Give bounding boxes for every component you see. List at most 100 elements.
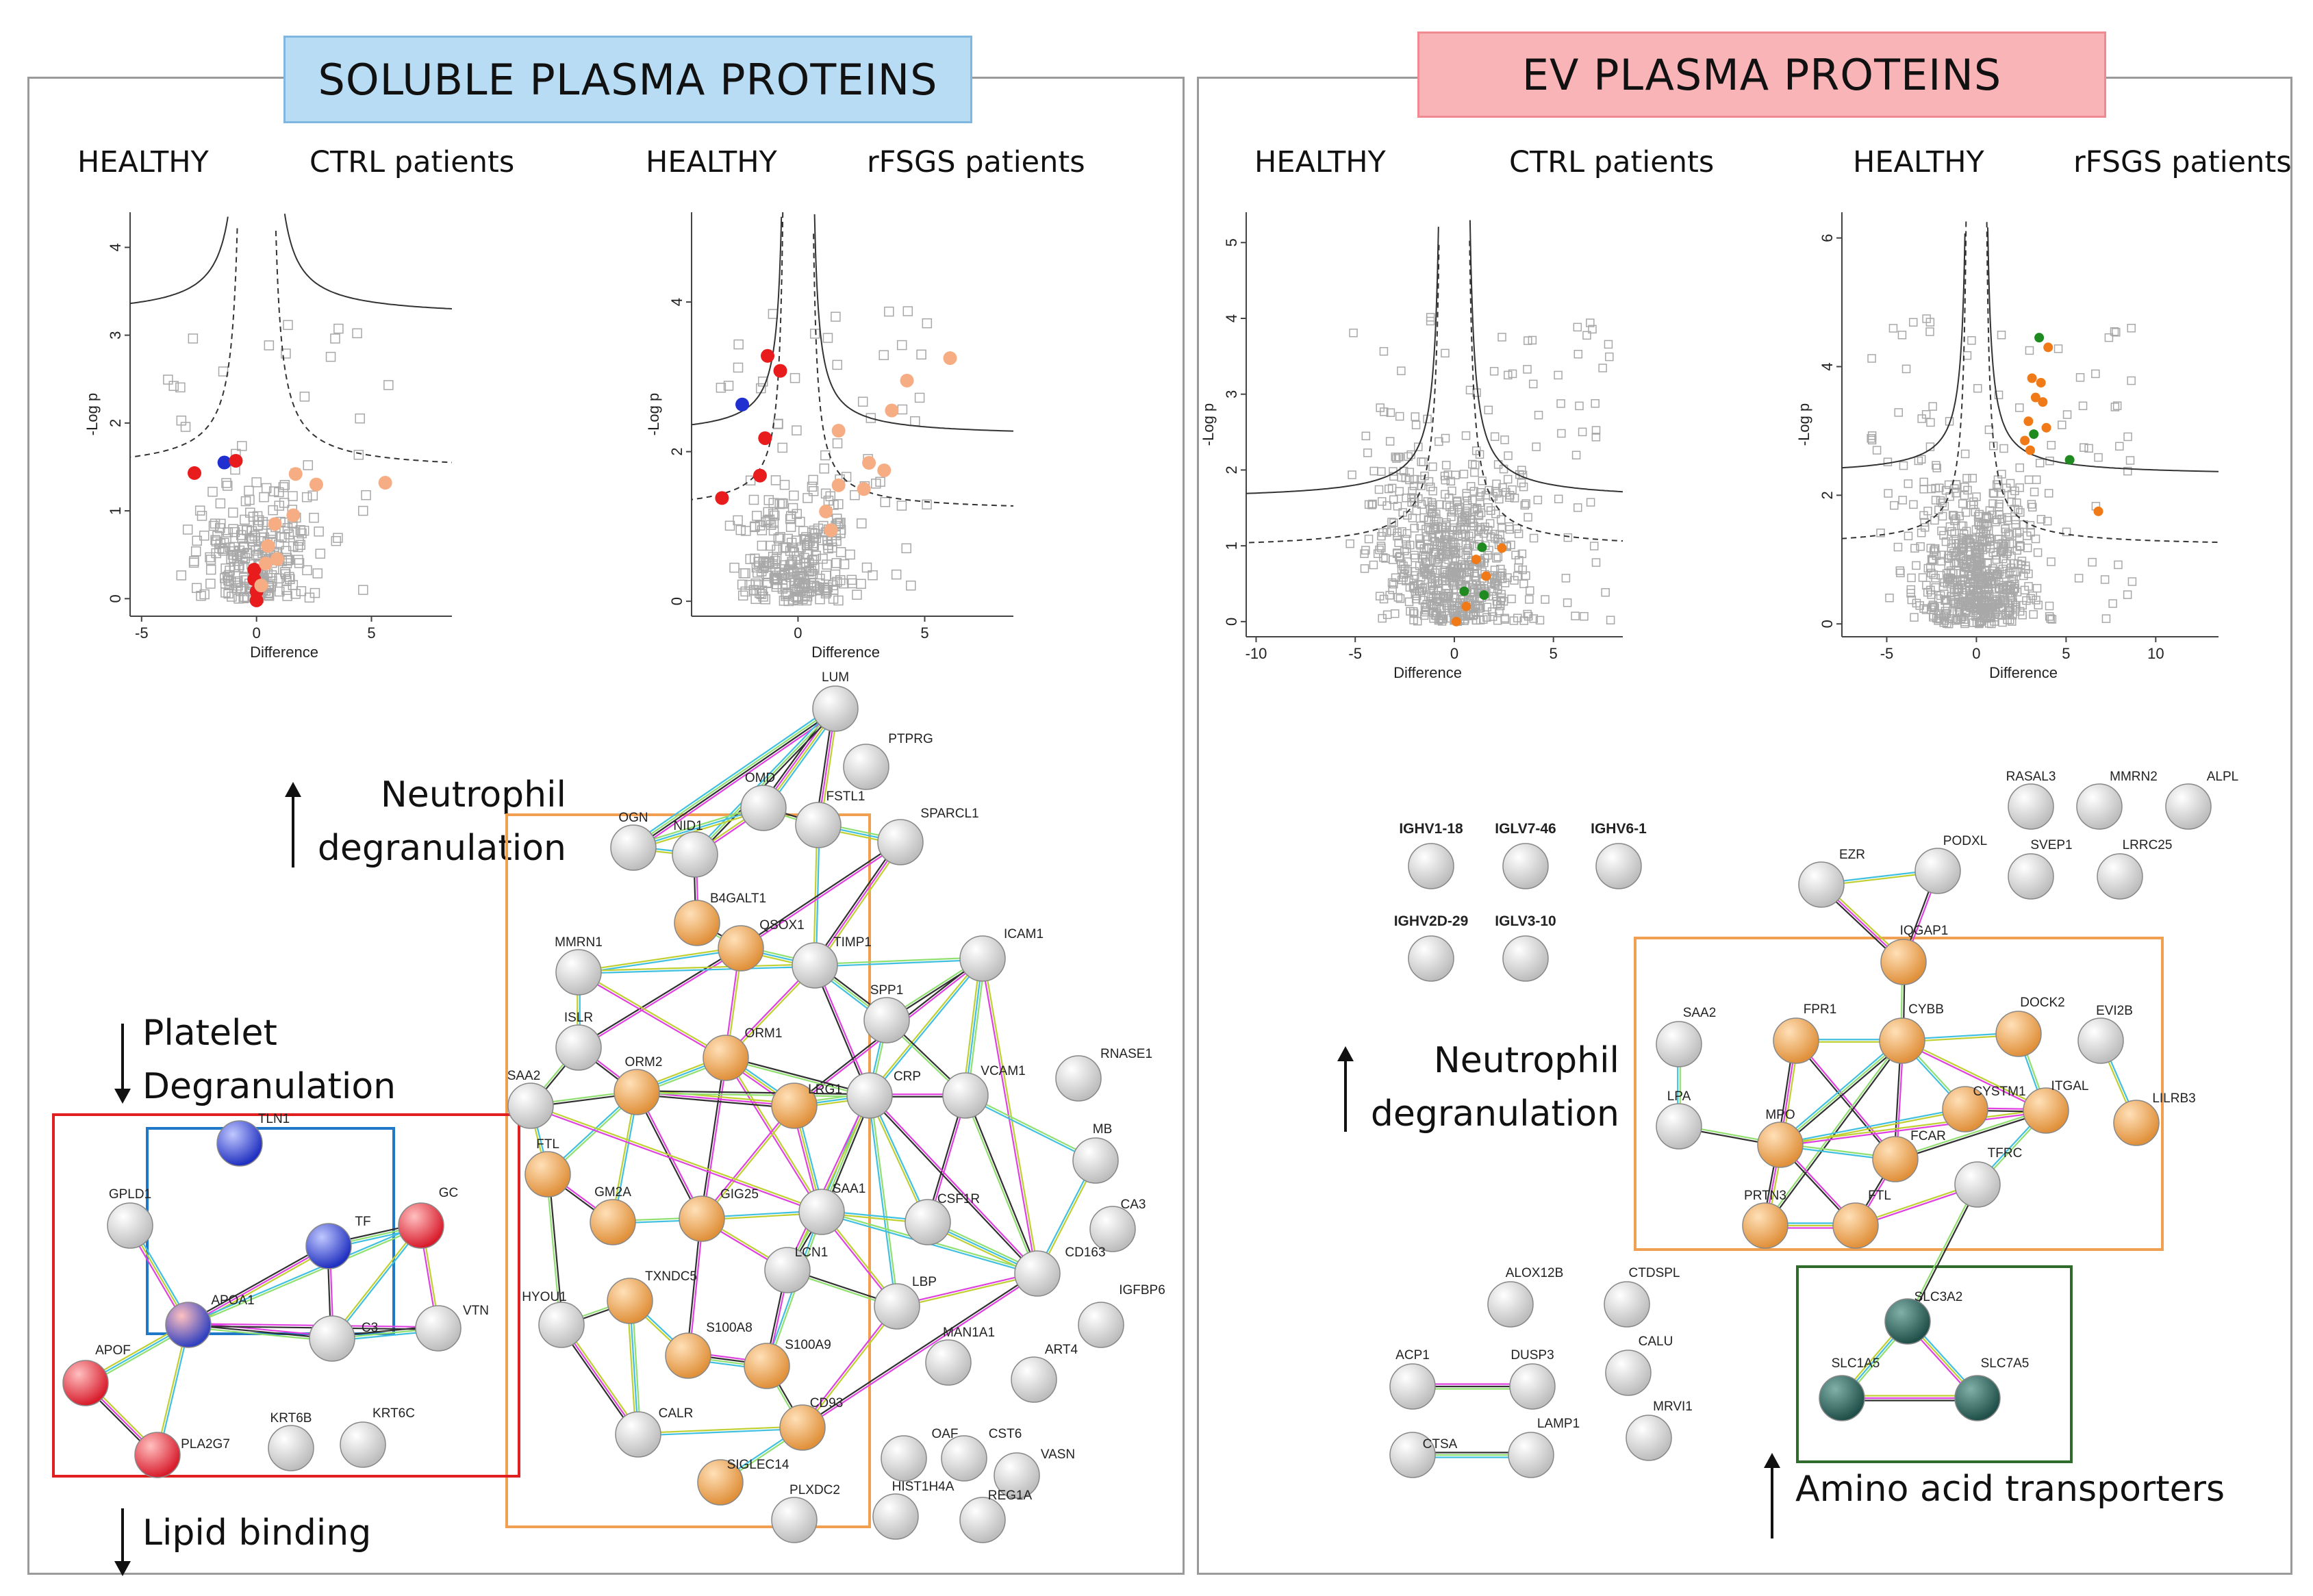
network-edge [815, 959, 983, 967]
background-point [1376, 403, 1385, 412]
background-point [1588, 325, 1597, 334]
background-point [792, 509, 802, 519]
background-point [757, 540, 768, 551]
background-point [1483, 550, 1492, 560]
y-tick-label: 3 [107, 331, 124, 339]
background-point [1419, 457, 1428, 467]
data-point-orange [2027, 373, 2037, 383]
background-point [1968, 474, 1977, 483]
background-point [1947, 527, 1956, 536]
background-point [1983, 571, 1993, 581]
data-point-orange [309, 477, 323, 492]
background-point [1402, 577, 1411, 585]
node-label: LRG1 [808, 1082, 842, 1097]
background-point [1957, 521, 1966, 530]
background-point [1519, 482, 1528, 492]
background-point [1554, 370, 1563, 380]
background-point [1950, 529, 1959, 538]
background-point [2023, 531, 2032, 540]
background-point [1899, 461, 1908, 470]
background-point [1432, 558, 1442, 568]
background-point [268, 486, 279, 496]
background-point [1441, 475, 1450, 485]
background-point [1397, 565, 1406, 574]
network-edge [1781, 1041, 1904, 1148]
network-edge [1780, 1111, 2047, 1147]
background-point [1589, 542, 1599, 550]
network-edge [632, 707, 835, 848]
background-point [1447, 570, 1456, 579]
background-point [1369, 466, 1378, 476]
background-point [218, 366, 229, 377]
node-label: C3 [362, 1321, 378, 1335]
background-point [1529, 533, 1539, 543]
background-point [292, 542, 303, 553]
network-edge [740, 840, 900, 948]
background-point [1606, 616, 1615, 624]
network-edge [868, 1095, 928, 1224]
background-point [1430, 568, 1439, 577]
data-point-orange [1481, 571, 1491, 581]
background-point [1925, 327, 1934, 336]
network-edge [813, 965, 870, 1097]
network-edge [814, 841, 901, 966]
network-edge [702, 1106, 796, 1220]
network-edge [530, 1106, 822, 1214]
x-tick-label: 10 [2147, 645, 2164, 662]
background-point [1931, 574, 1940, 583]
background-point [733, 515, 743, 526]
background-point [779, 479, 790, 490]
node-label: REG1A [988, 1489, 1033, 1503]
background-point [804, 566, 815, 577]
background-point [1369, 560, 1378, 570]
background-point [293, 555, 303, 565]
background-point [1999, 444, 2008, 453]
background-point [1427, 581, 1437, 590]
plot4-left-label: HEALTHY [1853, 145, 1984, 179]
background-point [1482, 613, 1491, 622]
background-point [779, 596, 789, 606]
background-point [770, 475, 781, 485]
network-edge [186, 1243, 328, 1323]
data-point-orange [900, 373, 914, 388]
background-point [750, 521, 760, 532]
node-label: LILRB3 [2152, 1091, 2195, 1106]
background-point [2047, 440, 2056, 450]
node-label: GPLD1 [109, 1187, 151, 1202]
node-label: QSOX1 [759, 918, 804, 933]
background-point [1451, 470, 1460, 480]
background-point [2011, 520, 2020, 529]
network-edge [579, 948, 742, 974]
background-point [1493, 488, 1502, 498]
background-point [333, 323, 344, 334]
data-point-orange [254, 579, 268, 593]
background-point [2044, 489, 2053, 498]
background-point [1907, 573, 1916, 583]
background-point [1510, 494, 1519, 503]
background-point [1492, 554, 1501, 563]
background-point [2078, 401, 2088, 411]
background-point [2020, 585, 2030, 595]
y-tick-label: 4 [1819, 362, 1836, 370]
network-edge [868, 1095, 1037, 1275]
background-point [1578, 427, 1587, 437]
background-point [194, 505, 205, 516]
background-point [1960, 483, 1969, 492]
node-acp1 [1389, 1363, 1436, 1410]
background-point [1385, 437, 1395, 446]
background-point [1896, 568, 1905, 578]
data-point-orange [862, 456, 876, 470]
network-edge [813, 824, 818, 965]
background-point [830, 569, 841, 580]
background-point [333, 533, 343, 543]
significance-curve-solid [283, 214, 453, 309]
background-point [1391, 609, 1400, 618]
background-point [1517, 466, 1526, 474]
background-point [1541, 595, 1550, 604]
background-point [1945, 575, 1954, 584]
background-point [792, 583, 802, 594]
background-point [774, 498, 785, 509]
background-point [1469, 610, 1478, 620]
node-s100a9 [744, 1343, 790, 1389]
